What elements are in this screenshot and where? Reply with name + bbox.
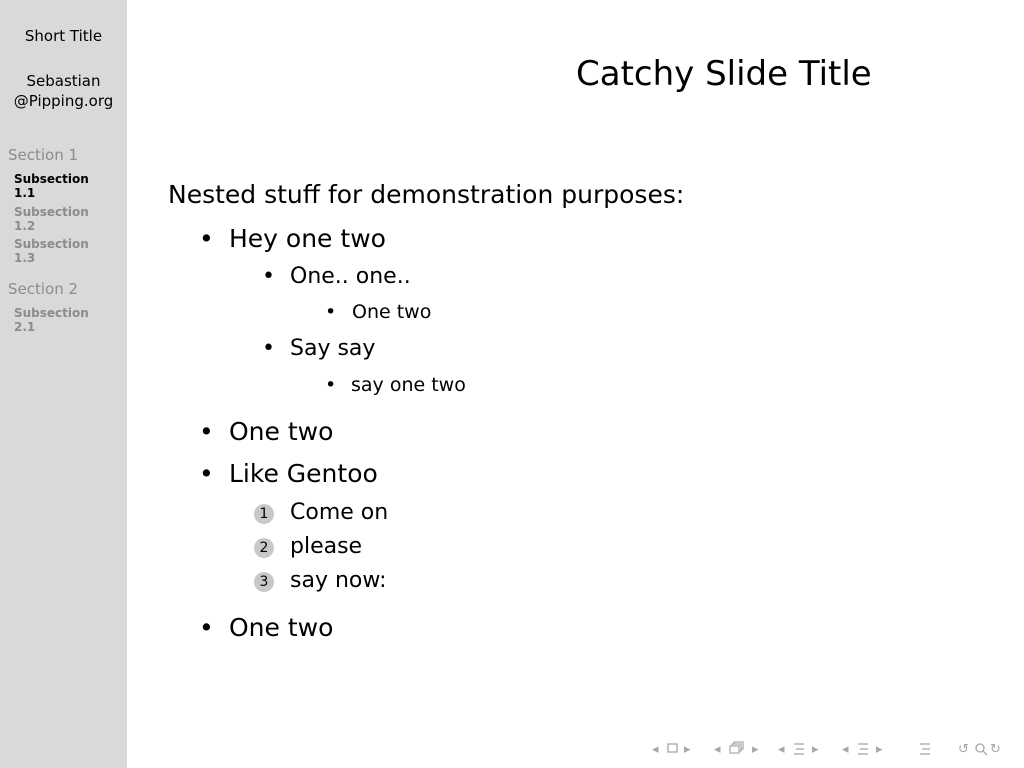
sidebar-subsection-2-1[interactable]: Subsection 2.1 bbox=[14, 306, 89, 334]
undo-icon[interactable]: ↺ bbox=[958, 742, 969, 757]
sidebar-author[interactable]: Sebastian @Pipping.org bbox=[0, 71, 127, 111]
sidebar-author-email: @Pipping.org bbox=[13, 92, 114, 110]
sidebar-subsection-1-1[interactable]: Subsection 1.1 bbox=[14, 172, 89, 200]
slide-frame-icon[interactable] bbox=[666, 741, 680, 759]
enum-item: please bbox=[290, 534, 363, 559]
redo-icon[interactable]: ↻ bbox=[990, 742, 1001, 757]
sidebar-section-2[interactable]: Section 2 bbox=[8, 280, 79, 298]
sidebar-subsection-1-2[interactable]: Subsection 1.2 bbox=[14, 205, 89, 233]
bullet-icon: • bbox=[199, 224, 214, 253]
bullet-icon: • bbox=[199, 417, 214, 446]
list-item: Say say bbox=[290, 336, 376, 361]
subsection-frame-icon[interactable] bbox=[728, 741, 746, 761]
bullet-icon: • bbox=[325, 301, 337, 323]
list-item: Hey one two bbox=[229, 224, 386, 253]
nav-right-arrow-icon[interactable]: ▸ bbox=[684, 742, 691, 757]
bullet-icon: • bbox=[199, 613, 214, 642]
nav-right-arrow-icon[interactable]: ▸ bbox=[812, 742, 819, 757]
slide-title: Catchy Slide Title bbox=[576, 54, 872, 94]
enum-number-badge: 1 bbox=[254, 504, 274, 524]
enum-item: say now: bbox=[290, 568, 387, 593]
bullet-icon: • bbox=[325, 374, 337, 396]
enum-number-badge: 2 bbox=[254, 538, 274, 558]
bullet-icon: • bbox=[199, 459, 214, 488]
bullet-icon: • bbox=[262, 336, 275, 361]
subsection-icon[interactable] bbox=[856, 741, 870, 761]
sidebar-short-title[interactable]: Short Title bbox=[24, 27, 103, 45]
sidebar: Short Title Sebastian @Pipping.org Secti… bbox=[0, 0, 127, 768]
list-item: One two bbox=[229, 613, 334, 642]
nav-right-arrow-icon[interactable]: ▸ bbox=[752, 742, 759, 757]
enum-item: Come on bbox=[290, 500, 389, 525]
sidebar-subsection-1-3[interactable]: Subsection 1.3 bbox=[14, 237, 89, 265]
presentation-icon[interactable] bbox=[918, 741, 932, 761]
enum-number-badge: 3 bbox=[254, 572, 274, 592]
list-item: One two bbox=[229, 417, 334, 446]
list-item: One.. one.. bbox=[290, 264, 411, 289]
list-item: One two bbox=[352, 301, 432, 323]
list-item: Like Gentoo bbox=[229, 459, 378, 488]
nav-left-arrow-icon[interactable]: ◂ bbox=[652, 742, 659, 757]
nav-right-arrow-icon[interactable]: ▸ bbox=[876, 742, 883, 757]
nav-left-arrow-icon[interactable]: ◂ bbox=[778, 742, 785, 757]
sidebar-author-name: Sebastian bbox=[26, 72, 101, 90]
sidebar-section-1[interactable]: Section 1 bbox=[8, 146, 79, 164]
intro-text: Nested stuff for demonstration purposes: bbox=[168, 180, 685, 209]
bullet-icon: • bbox=[262, 264, 275, 289]
nav-left-arrow-icon[interactable]: ◂ bbox=[842, 742, 849, 757]
nav-left-arrow-icon[interactable]: ◂ bbox=[714, 742, 721, 757]
search-icon[interactable] bbox=[974, 741, 988, 761]
section-icon[interactable] bbox=[792, 741, 806, 761]
list-item: say one two bbox=[351, 374, 466, 396]
